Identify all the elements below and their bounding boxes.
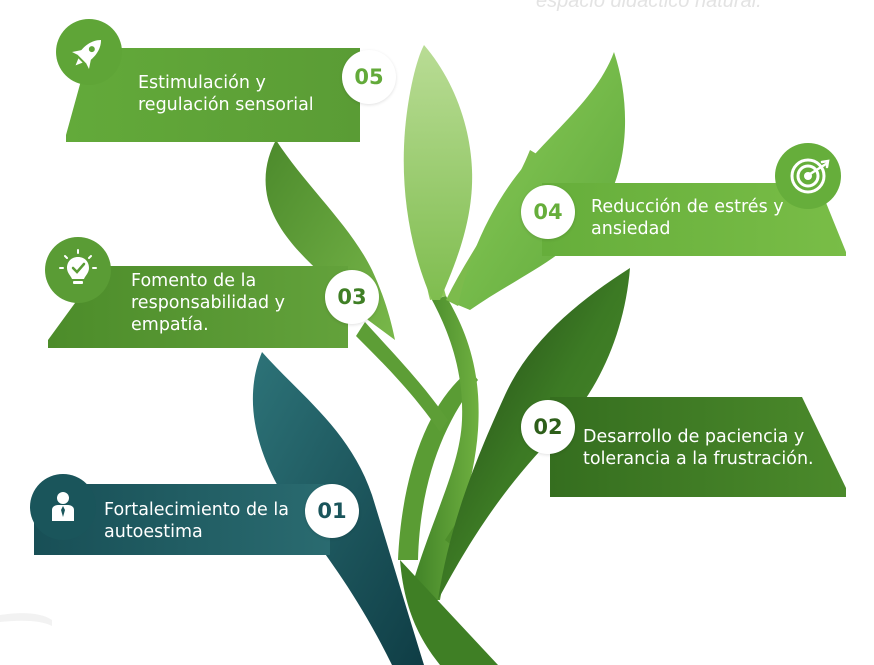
bar-01 bbox=[34, 484, 330, 555]
number-badge-05: 05 bbox=[342, 50, 396, 104]
label-03-line-3: empatía. bbox=[131, 315, 209, 335]
swoosh-decoration bbox=[0, 613, 52, 626]
leaf-center-pale bbox=[403, 45, 473, 300]
label-01-line-1: Fortalecimiento de la bbox=[104, 500, 289, 520]
label-03-line-1: Fomento de la bbox=[131, 271, 257, 291]
target-icon bbox=[790, 158, 830, 194]
number-badge-04: 04 bbox=[521, 185, 575, 239]
number-badge-01: 01 bbox=[305, 484, 359, 538]
label-01: Fortalecimiento de la autoestima bbox=[104, 499, 289, 543]
label-05-line-1: Estimulación y bbox=[138, 73, 266, 93]
label-02-line-2: tolerancia a la frustración. bbox=[583, 449, 814, 469]
number-badge-02: 02 bbox=[521, 400, 575, 454]
bar-04 bbox=[542, 183, 846, 256]
label-02-line-1: Desarrollo de paciencia y bbox=[583, 427, 805, 447]
bar-05 bbox=[66, 48, 360, 142]
label-05-line-2: regulación sensorial bbox=[138, 95, 314, 115]
label-05: Estimulación y regulación sensorial bbox=[138, 72, 314, 116]
number-badge-03: 03 bbox=[325, 270, 379, 324]
person-icon bbox=[52, 492, 74, 521]
label-03-line-2: responsabilidad y bbox=[131, 293, 285, 313]
rocket-icon bbox=[72, 39, 102, 69]
lightbulb-check-icon bbox=[59, 249, 97, 284]
label-02: Desarrollo de paciencia y tolerancia a l… bbox=[583, 426, 814, 470]
top-caption: espacio didáctico natural. bbox=[536, 0, 762, 12]
label-04-line-2: ansiedad bbox=[591, 219, 671, 239]
bar-03 bbox=[48, 266, 348, 348]
label-04: Reducción de estrés y ansiedad bbox=[591, 196, 784, 240]
label-04-line-1: Reducción de estrés y bbox=[591, 197, 784, 217]
label-01-line-2: autoestima bbox=[104, 522, 203, 542]
bar-02 bbox=[550, 397, 846, 497]
leaf-right-light bbox=[458, 52, 626, 310]
label-03: Fomento de la responsabilidad y empatía. bbox=[131, 270, 285, 336]
